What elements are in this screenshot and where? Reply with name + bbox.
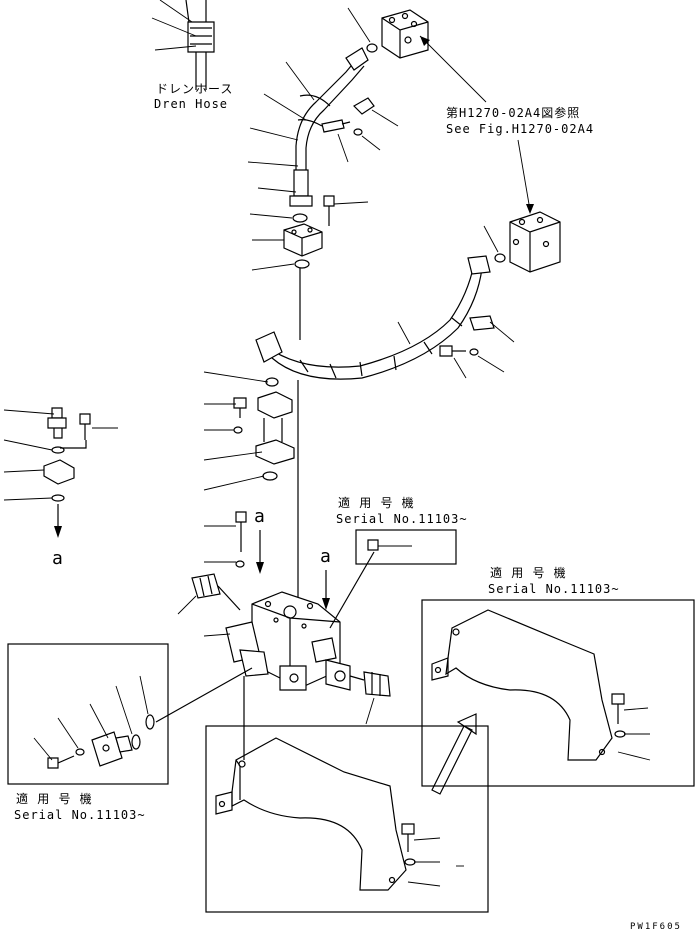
- main-control-valve: [177, 573, 391, 760]
- valve-block-right: [483, 211, 561, 273]
- see-fig-label-en: See Fig.H1270-02A4: [446, 122, 595, 136]
- marker-a-center: a: [254, 506, 266, 527]
- pipe-column: [203, 371, 299, 600]
- bracket-detail-box-right: [421, 599, 695, 787]
- applicable-label-left-jp: 適 用 号 機: [16, 792, 93, 806]
- serial-label-center: Serial No.11103~: [336, 512, 468, 526]
- middle-hose: [255, 255, 515, 380]
- left-detail-box: [7, 643, 253, 785]
- see-fig-label-jp: 第H1270-02A4図参照: [446, 106, 581, 120]
- upgrade-arrow: [431, 713, 477, 795]
- valve-block-top: [347, 7, 429, 59]
- applicable-label-right-jp: 適 用 号 機: [490, 566, 567, 580]
- drain-hose-label-jp: ドレンホース: [156, 82, 234, 96]
- marker-a-left: a: [52, 548, 64, 569]
- serial-label-left: Serial No.11103~: [14, 808, 146, 822]
- drain-hose-fitting: [151, 0, 215, 90]
- marker-a-right: a: [320, 546, 332, 567]
- valve-bolt: [204, 511, 330, 610]
- see-fig-pointers: [419, 35, 534, 214]
- drain-hose-label-en: Dren Hose: [154, 97, 229, 111]
- serial-label-right: Serial No.11103~: [488, 582, 620, 596]
- serial-detail-box: [329, 529, 457, 629]
- applicable-label-center-jp: 適 用 号 機: [338, 496, 415, 510]
- page-code: PW1F605: [630, 922, 682, 932]
- upper-hose: [247, 47, 399, 207]
- left-fitting-group: [3, 407, 118, 538]
- flange-upper: [249, 195, 369, 340]
- bracket-detail-box: [205, 725, 489, 913]
